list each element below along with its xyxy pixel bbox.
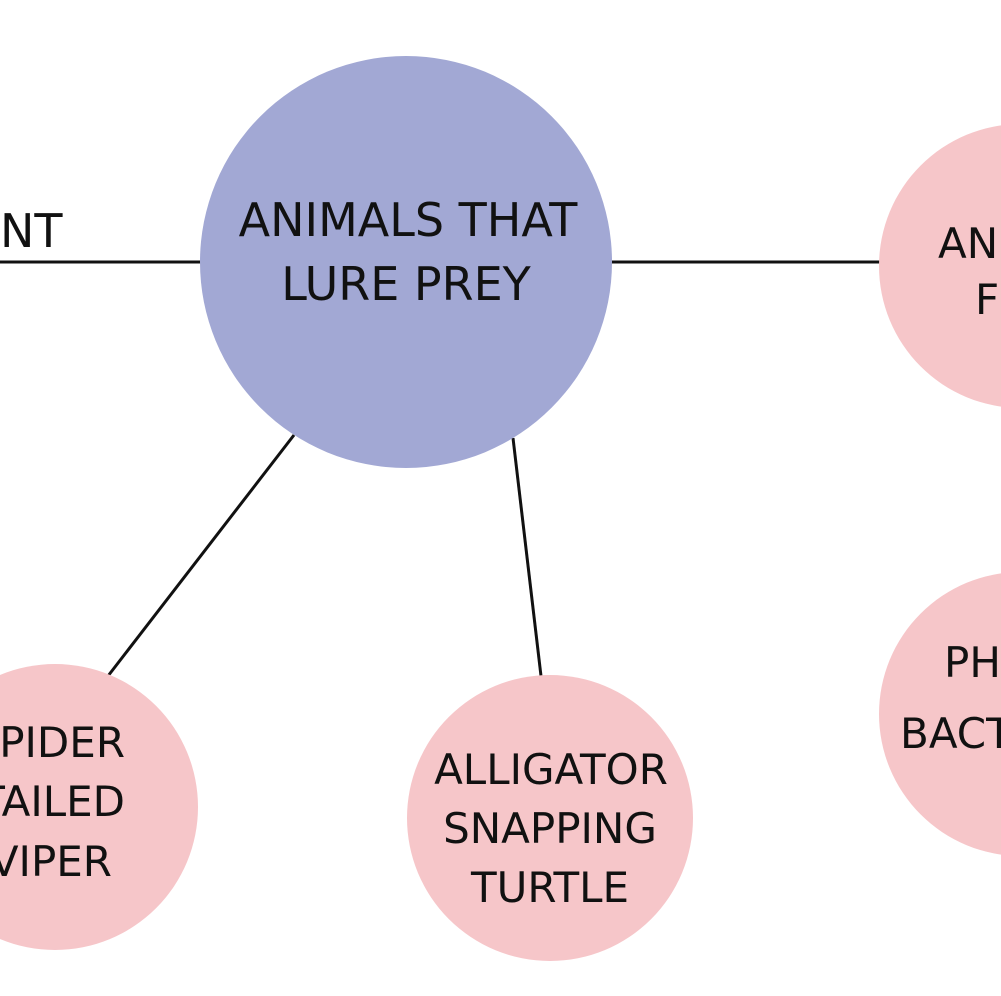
bottom-left-node-circle <box>0 664 198 950</box>
right-bottom-node-line-1: PH <box>944 638 1001 687</box>
bottom-middle-node-line-2: SNAPPING <box>443 804 657 853</box>
right-top-node: AN F <box>879 125 1001 407</box>
connector-bottom-middle <box>511 437 543 677</box>
center-node-line-2: LURE PREY <box>281 257 531 311</box>
right-bottom-node-line-2: BACT <box>900 709 1001 758</box>
bottom-left-node-line-1: SPIDER <box>0 718 125 767</box>
connector-bottom-left <box>106 434 296 677</box>
center-node: ANIMALS THAT LURE PREY <box>200 56 612 468</box>
center-node-circle <box>200 56 612 468</box>
left-partial-label: NT <box>0 204 63 258</box>
right-top-node-line-2: F <box>975 275 999 324</box>
bottom-middle-node-circle <box>407 675 693 961</box>
bottom-middle-node-line-3: TURTLE <box>470 863 629 912</box>
bottom-middle-node: ALLIGATOR SNAPPING TURTLE <box>407 675 693 961</box>
bottom-middle-node-line-1: ALLIGATOR <box>434 745 668 794</box>
bottom-left-node-line-2: TAILED <box>0 777 125 826</box>
right-bottom-node-circle <box>879 573 1001 855</box>
right-top-node-line-1: AN <box>938 219 998 268</box>
bottom-left-node-line-3: VIPER <box>0 837 112 886</box>
bottom-left-node: SPIDER TAILED VIPER <box>0 664 198 950</box>
center-node-line-1: ANIMALS THAT <box>239 193 579 247</box>
right-top-node-circle <box>879 125 1001 407</box>
right-bottom-node: PH BACT <box>879 573 1001 855</box>
